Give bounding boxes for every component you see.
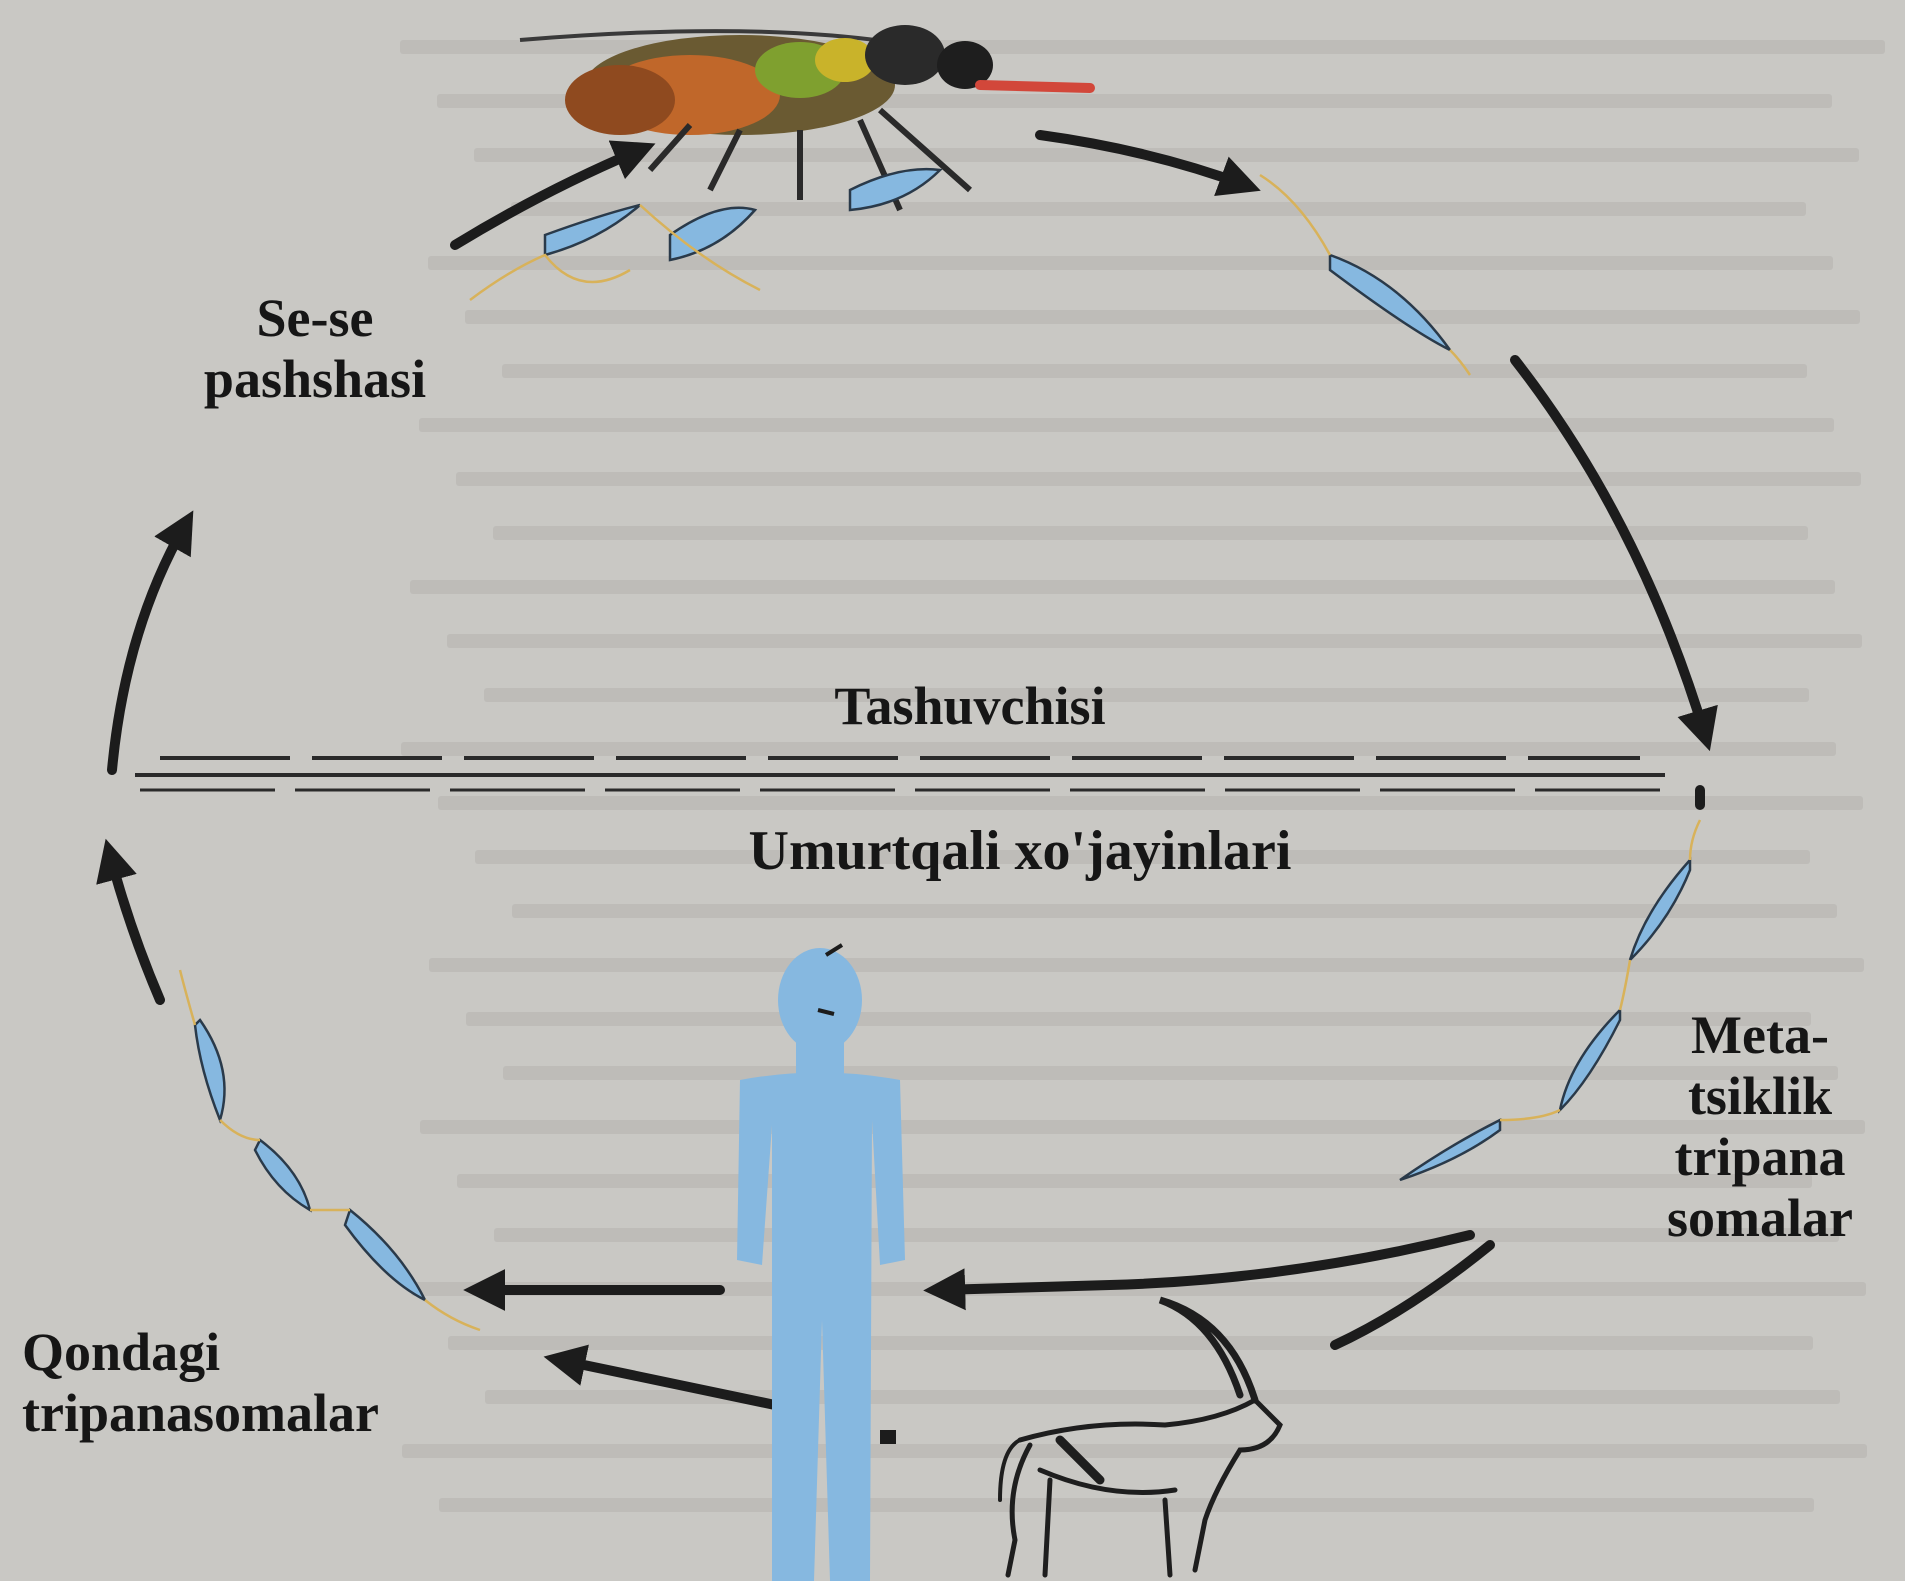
arrow-left-up-upper (112, 525, 185, 770)
label-meta-line4: somalar (1620, 1188, 1900, 1249)
label-meta-line2: tsiklik (1620, 1066, 1900, 1127)
label-vertebrate-hosts: Umurtqali xo'jayinlari (620, 820, 1420, 883)
label-blood-line1: Qondagi (22, 1322, 500, 1383)
antelope-icon (1000, 1300, 1280, 1575)
arrow-into-fly (455, 150, 640, 245)
tsetse-fly-icon (520, 25, 1090, 210)
label-tsetse-fly-line1: Se-se (150, 288, 480, 349)
label-carrier: Tashuvchisi (720, 676, 1220, 737)
arrow-fly-to-right (1040, 135, 1245, 185)
label-blood-trypanosomes: Qondagi tripanasomalar (0, 1322, 500, 1444)
label-meta-line1: Meta- (1620, 1005, 1900, 1066)
label-tsetse-fly: Se-se pashshasi (150, 288, 480, 410)
label-metacyclic-trypanosomes: Meta- tsiklik tripana somalar (1620, 1005, 1900, 1249)
arrow-right-down (1515, 360, 1705, 735)
label-meta-line3: tripana (1620, 1127, 1900, 1188)
divider-lines (135, 758, 1665, 790)
arrow-to-blood-lower (560, 1360, 775, 1405)
arrow-antelope-to-human (940, 1235, 1470, 1290)
arrow-left-up-lower (110, 855, 160, 1000)
label-blood-line2: tripanasomalar (22, 1383, 500, 1444)
label-tsetse-fly-line2: pashshasi (150, 349, 480, 410)
human-silhouette-icon (737, 945, 905, 1581)
